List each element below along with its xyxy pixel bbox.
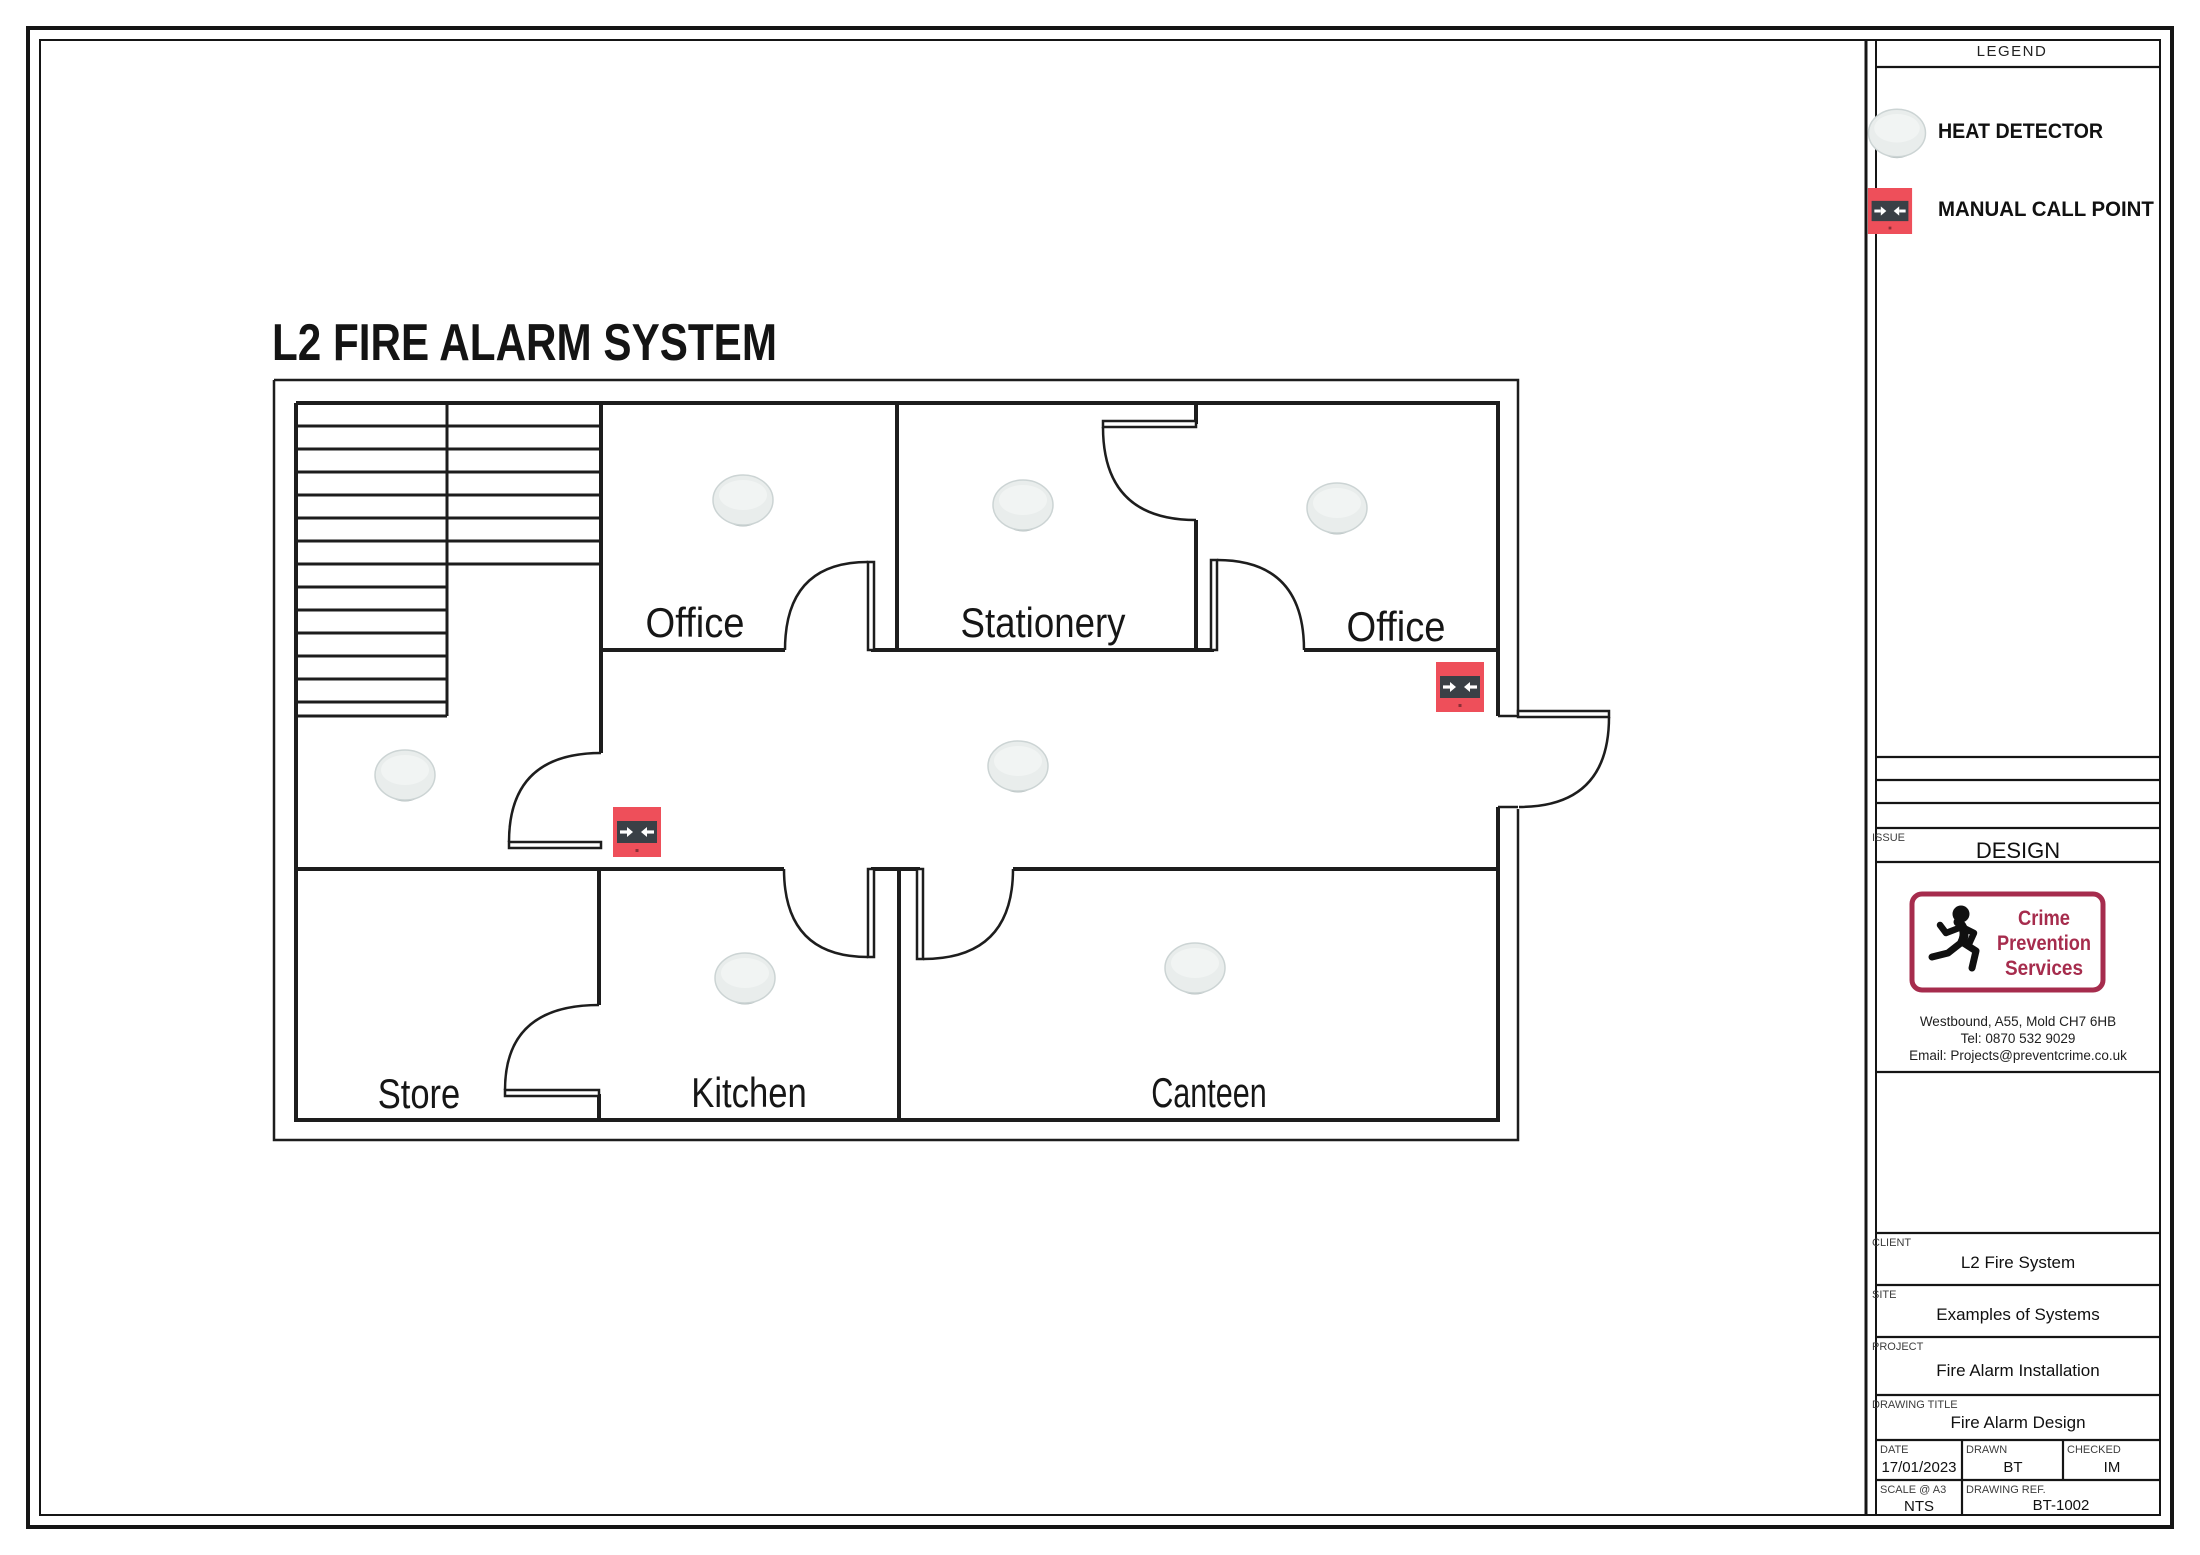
exit-door-jambs — [1498, 714, 1518, 809]
door-leaf — [1209, 558, 1219, 652]
legend-title: LEGEND — [1977, 43, 2048, 60]
heat-detector-kitchen — [714, 952, 776, 1005]
legend-labels: HEAT DETECTOR MANUAL CALL POINT — [1938, 120, 2154, 221]
legend-panel: LEGEND HEAT DETECTOR MANUAL CALL POINT — [1867, 43, 2154, 234]
door-leaf — [915, 867, 925, 961]
checked-label: CHECKED — [2067, 1444, 2121, 1456]
floor-plan — [272, 378, 1611, 1142]
heat-detector-office-1 — [712, 474, 774, 527]
door-leaves — [503, 419, 1611, 1098]
drawn-value: BT — [2003, 1459, 2022, 1476]
checked-value: IM — [2104, 1459, 2121, 1476]
project-value: Fire Alarm Installation — [1936, 1361, 2099, 1380]
door-leaf — [503, 1088, 601, 1098]
staircase — [296, 401, 601, 718]
drawing-title-value: Fire Alarm Design — [1950, 1413, 2085, 1432]
logo-line-2: Prevention — [1997, 932, 2091, 955]
company-address: Westbound, A55, Mold CH7 6HB — [1920, 1014, 2116, 1029]
date-value: 17/01/2023 — [1881, 1459, 1956, 1476]
logo-line-3: Services — [2005, 957, 2083, 980]
site-label: SITE — [1872, 1289, 1896, 1301]
heat-detector-corridor — [987, 740, 1049, 793]
client-value: L2 Fire System — [1961, 1253, 2075, 1272]
logo-line-1: Crime — [2018, 907, 2070, 930]
title-block-frame — [1864, 40, 2160, 1515]
project-label: PROJECT — [1872, 1341, 1924, 1353]
issue-label: ISSUE — [1872, 832, 1905, 844]
client-label: CLIENT — [1872, 1237, 1911, 1249]
scale-label: SCALE @ A3 — [1880, 1484, 1946, 1496]
heat-detector-canteen — [1164, 942, 1226, 995]
door-leaf — [507, 840, 603, 850]
running-man-icon — [1928, 905, 1980, 972]
heat-detector-stationery — [992, 479, 1054, 532]
door-leaf — [866, 560, 876, 652]
legend-label-manual-call-point-icon: MANUAL CALL POINT — [1938, 198, 2154, 221]
manual-call-point-icon — [1867, 188, 1913, 234]
ref-label: DRAWING REF. — [1966, 1484, 2046, 1496]
legend-label-heat-detector-icon: HEAT DETECTOR — [1938, 120, 2103, 143]
drawn-label: DRAWN — [1966, 1444, 2007, 1456]
company-email: Email: Projects@preventcrime.co.uk — [1909, 1048, 2127, 1063]
manual-call-point-corridor-west — [613, 807, 661, 857]
room-label-office: Office — [646, 599, 745, 646]
door-leaf — [1516, 709, 1611, 719]
door-leaf — [1101, 419, 1198, 429]
date-label: DATE — [1880, 1444, 1909, 1456]
title-block: ISSUE DESIGN Crime Prevention Services W… — [1872, 832, 2127, 1515]
manual-call-points — [613, 662, 1484, 857]
heat-detector-office-2 — [1306, 482, 1368, 535]
ref-value: BT-1002 — [2033, 1497, 2090, 1514]
room-label-stationery: Stationery — [961, 599, 1126, 646]
heat-detector-lobby — [374, 749, 436, 802]
room-label-office: Office — [1347, 603, 1446, 650]
door-swing-arcs — [503, 426, 1611, 1091]
heat-detectors — [374, 474, 1368, 1005]
company-tel: Tel: 0870 532 9029 — [1961, 1031, 2076, 1046]
scale-value: NTS — [1904, 1498, 1934, 1515]
issue-value: DESIGN — [1976, 838, 2060, 863]
interior-walls — [296, 403, 1498, 1120]
exterior-wall-outer — [272, 378, 1520, 1142]
heat-detector-icon — [1867, 108, 1927, 159]
site-value: Examples of Systems — [1936, 1305, 2099, 1324]
drawing-title-label: DRAWING TITLE — [1872, 1399, 1958, 1411]
legend-icons — [1867, 108, 1927, 234]
page-title: L2 FIRE ALARM SYSTEM — [272, 314, 777, 372]
sheet-border — [26, 26, 2174, 1529]
company-logo: Crime Prevention Services — [1909, 891, 2106, 993]
manual-call-point-corridor-east — [1436, 662, 1484, 712]
room-label-store: Store — [378, 1070, 461, 1117]
room-label-canteen: Canteen — [1151, 1069, 1267, 1116]
door-leaf — [866, 867, 876, 959]
room-label-kitchen: Kitchen — [691, 1069, 807, 1116]
